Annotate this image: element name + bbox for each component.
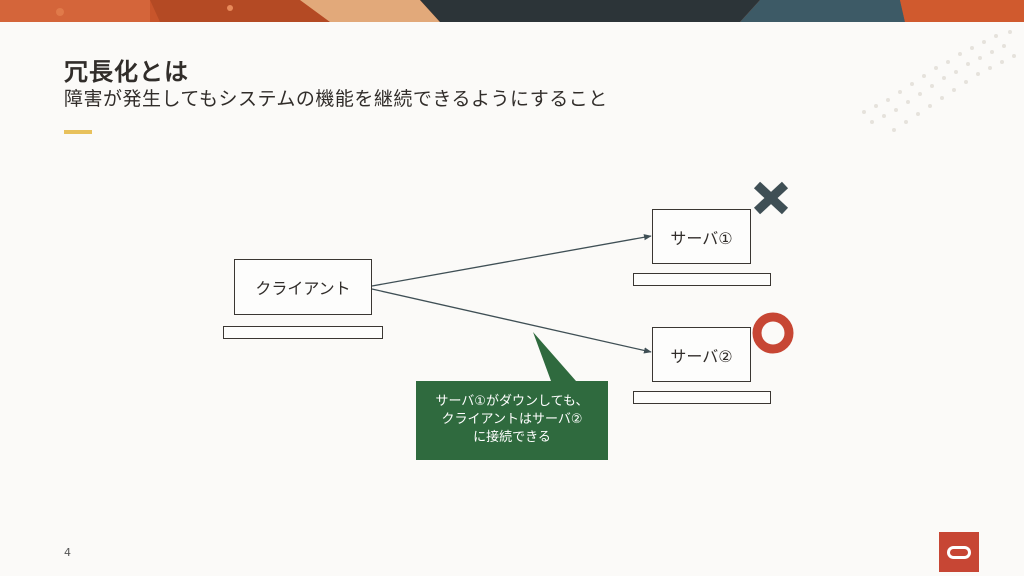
callout-bubble [416,332,608,460]
page-number: 4 [64,546,71,559]
server-2-base [633,391,771,404]
callout-line-1: サーバ①がダウンしても、 [435,394,589,409]
server-2-label: サーバ② [670,346,733,366]
client-node: クライアント [234,259,372,315]
title-accent-bar [64,130,92,134]
callout-line-3: に接続できる [473,430,551,445]
page-title: 冗長化とは [64,58,189,86]
callout-line-2: クライアントはサーバ② [441,412,583,427]
server-1-base [633,273,771,286]
callout-text: サーバ①がダウンしても、 クライアントはサーバ② に接続できる [417,393,607,447]
logo-ring [947,545,971,559]
cross-icon [753,181,789,215]
arrow-to-server-2 [371,288,652,354]
client-label: クライアント [255,279,351,298]
arrow-to-server-1 [371,234,652,287]
page-subtitle: 障害が発生してもシステムの機能を継続できるようにすること [64,88,608,110]
decorative-banner [0,0,1024,22]
server-1-label: サーバ① [670,228,733,248]
decorative-texture [862,30,1016,132]
server-1-node: サーバ① [652,209,751,264]
oracle-logo-icon [939,532,979,572]
server-2-node: サーバ② [652,327,751,382]
circle-ok-icon [752,312,794,354]
client-base [223,326,383,339]
